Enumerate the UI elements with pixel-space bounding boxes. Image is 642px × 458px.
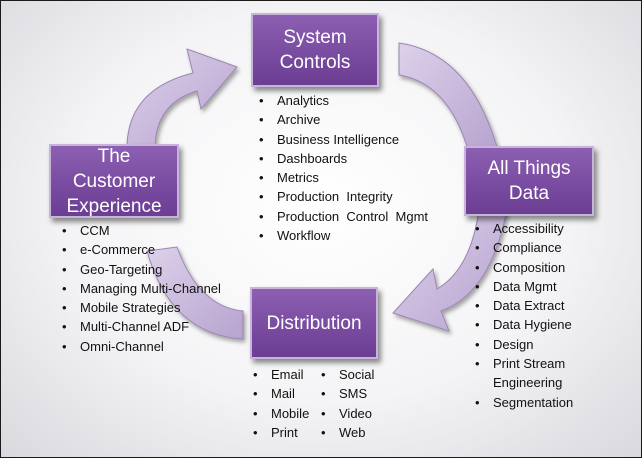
all-things-data-box: All Things Data — [464, 146, 594, 216]
all-things-data-title-line: Data — [508, 183, 550, 204]
distribution-list-col1: Email Mail Mobile Print — [251, 365, 309, 442]
list-item: Email — [251, 365, 309, 385]
list-item: Data Mgmt — [473, 277, 593, 297]
system-controls-title-line: Controls — [279, 52, 351, 73]
customer-experience-title-line: Customer — [72, 170, 156, 192]
list-item: Mobile — [251, 404, 309, 424]
list-item: Workflow — [257, 226, 428, 246]
list-item: Segmentation — [473, 393, 593, 413]
list-item: Omni-Channel — [60, 337, 221, 357]
customer-experience-title-line: Experience — [66, 195, 162, 217]
list-item: CCM — [60, 221, 221, 241]
list-item: Production Integrity — [257, 187, 428, 207]
customer-experience-title-line: The — [97, 145, 131, 167]
list-item: Web — [319, 423, 374, 443]
distribution-list-col2: Social SMS Video Web — [319, 365, 374, 442]
list-item: Data Hygiene — [473, 315, 593, 335]
system-controls-box: System Controls — [251, 13, 379, 87]
list-item: SMS — [319, 384, 374, 404]
distribution-title-line: Distribution — [266, 312, 362, 334]
list-item: Dashboards — [257, 149, 428, 169]
list-item: Composition — [473, 258, 593, 278]
list-item: Geo-Targeting — [60, 260, 221, 280]
customer-experience-list: CCM e-Commerce Geo-Targeting Managing Mu… — [60, 221, 221, 356]
list-item: Video — [319, 404, 374, 424]
list-item: e-Commerce — [60, 240, 221, 260]
arrow-top-left — [126, 48, 238, 146]
system-controls-title-line: System — [283, 27, 347, 48]
list-item: Accessibility — [473, 219, 593, 239]
list-item: Data Extract — [473, 296, 593, 316]
system-controls-list: Analytics Archive Business Intelligence … — [257, 91, 428, 246]
list-item: Social — [319, 365, 374, 385]
list-item: Mail — [251, 384, 309, 404]
list-item: Archive — [257, 110, 428, 130]
list-item: Analytics — [257, 91, 428, 111]
customer-experience-box: The Customer Experience — [49, 144, 179, 218]
all-things-data-title-line: All Things — [487, 158, 571, 179]
list-item: Business Intelligence — [257, 130, 428, 150]
list-item: Multi-Channel ADF — [60, 317, 221, 337]
list-item: Print Stream Engineering — [473, 354, 593, 393]
distribution-box: Distribution — [250, 287, 378, 359]
list-item: Metrics — [257, 168, 428, 188]
list-item: Compliance — [473, 238, 593, 258]
list-item: Production Control Mgmt — [257, 207, 428, 227]
list-item: Print — [251, 423, 309, 443]
list-item: Design — [473, 335, 593, 355]
list-item: Managing Multi-Channel — [60, 279, 221, 299]
all-things-data-list: Accessibility Compliance Composition Dat… — [473, 219, 593, 412]
list-item: Mobile Strategies — [60, 298, 221, 318]
